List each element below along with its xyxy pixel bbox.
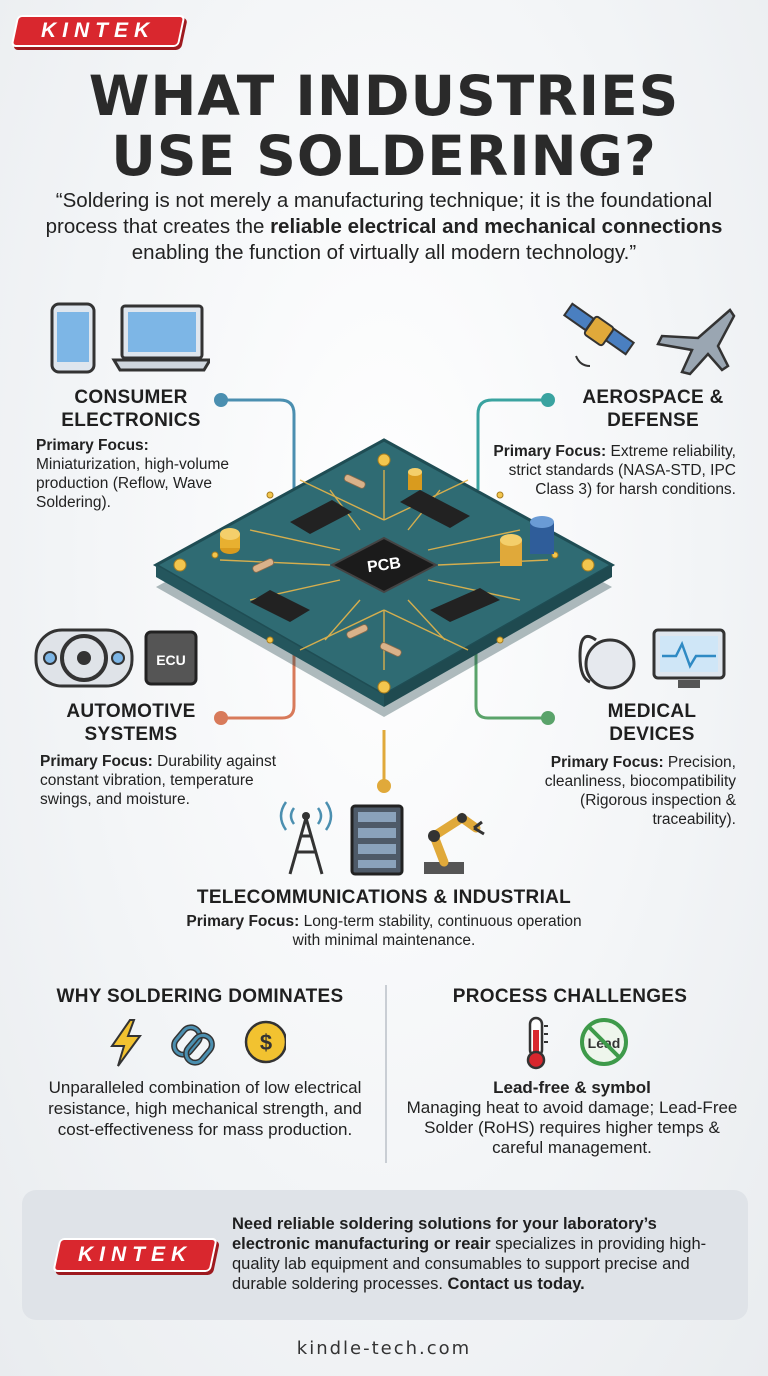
page-title: WHAT INDUSTRIES USE SOLDERING?	[88, 64, 680, 188]
monitor-icon	[652, 628, 726, 688]
medical-body: Primary Focus: Precision, cleanliness, b…	[544, 754, 736, 828]
cta-text: Need reliable soldering solutions for yo…	[232, 1215, 707, 1293]
server-rack-icon	[350, 804, 404, 876]
automotive-connector-dot	[214, 711, 228, 725]
consumer-body: Primary Focus:Miniaturization, high-volu…	[36, 437, 229, 511]
no-lead-icon: Lead	[580, 1018, 628, 1066]
jet-icon	[656, 308, 736, 376]
lightning-icon	[110, 1019, 142, 1067]
kintek-logo-footer: KINTEK	[52, 1238, 218, 1272]
why-body: Unparalleled combination of low electric…	[48, 1078, 362, 1139]
satellite-icon	[562, 302, 636, 367]
robot-arm-icon	[424, 812, 485, 874]
antenna-tower-icon	[279, 801, 333, 875]
section-divider	[385, 985, 387, 1163]
consumer-connector-dot	[214, 393, 228, 407]
aerospace-connector-dot	[541, 393, 555, 407]
footer-url[interactable]: kindle-tech.com	[296, 1338, 472, 1359]
pcb-chip-label: PCB	[366, 555, 402, 577]
ecu-label: ECU	[156, 652, 186, 668]
telecom-heading: TELECOMMUNICATIONS & INDUSTRIAL	[196, 887, 572, 908]
laptop-icon	[111, 304, 210, 372]
thermometer-icon	[526, 1016, 548, 1070]
telecom-body: Primary Focus: Long-term stability, cont…	[186, 913, 582, 949]
automotive-body: Primary Focus: Durability against consta…	[40, 753, 277, 808]
kintek-logo: KINTEK	[10, 15, 186, 47]
aerospace-body: Primary Focus: Extreme reliability, stri…	[493, 443, 736, 498]
telecom-connector-dot	[377, 779, 391, 793]
svg-text:$: $	[260, 1030, 272, 1055]
challenges-heading: PROCESS CHALLENGES	[452, 986, 688, 1007]
chain-link-icon	[171, 1024, 215, 1066]
medical-connector-dot	[541, 711, 555, 725]
steering-wheel-icon	[34, 628, 134, 688]
smartphone-icon	[50, 302, 96, 374]
pcb-illustration: PCB	[152, 398, 616, 786]
why-heading: WHY SOLDERING DOMINATES	[56, 986, 344, 1007]
dollar-coin-icon: $	[244, 1020, 286, 1064]
ecu-icon: ECU	[144, 630, 198, 686]
aerospace-heading: AEROSPACE &DEFENSE	[582, 387, 724, 431]
pacemaker-icon	[578, 635, 636, 690]
intro-quote: “Soldering is not merely a manufacturing…	[45, 189, 723, 264]
